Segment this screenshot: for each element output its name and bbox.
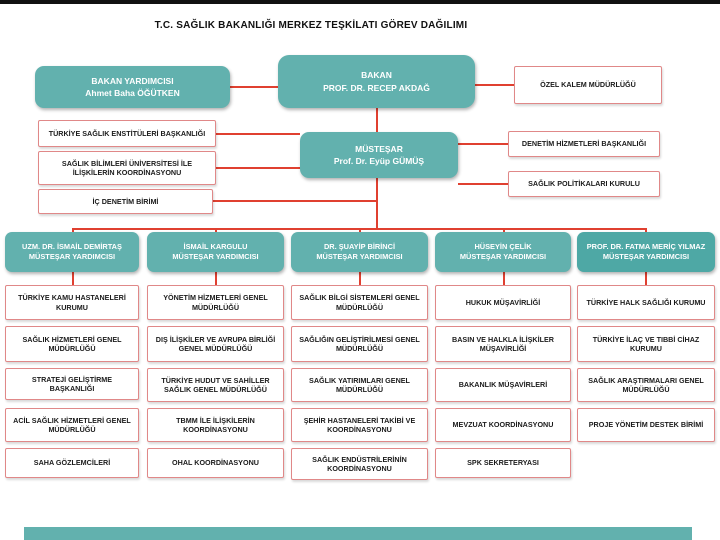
box-deputy-undersecretary-2: İSMAİL KARGULU MÜSTEŞAR YARDIMCISI <box>147 232 284 272</box>
deputy-name: İSMAİL KARGULU <box>183 241 248 251</box>
box-unit: OHAL KOORDİNASYONU <box>147 448 284 478</box>
connector-line <box>359 272 361 285</box>
connector-line <box>645 228 647 233</box>
box-unit: TÜRKİYE HALK SAĞLIĞI KURUMU <box>577 285 715 320</box>
box-deputy-undersecretary-3: DR. ŞUAYİP BİRİNCİ MÜSTEŞAR YARDIMCISI <box>291 232 428 272</box>
deputy-name: UZM. DR. İSMAİL DEMİRTAŞ <box>22 241 122 251</box>
box-undersecretary: MÜSTEŞAR Prof. Dr. Eyüp GÜMÜŞ <box>300 132 458 178</box>
box-left-unit: SAĞLIK BİLİMLERİ ÜNİVERSİTESİ İLE İLİŞKİ… <box>38 151 216 185</box>
box-right-unit: SAĞLIK POLİTİKALARI KURULU <box>508 171 660 197</box>
undersecretary-title: MÜSTEŞAR <box>355 143 403 154</box>
box-left-unit: TÜRKİYE SAĞLIK ENSTİTÜLERİ BAŞKANLIĞI <box>38 120 216 147</box>
box-minister: BAKAN PROF. DR. RECEP AKDAĞ <box>278 55 475 108</box>
connector-line <box>216 167 300 169</box>
connector-line <box>475 84 514 86</box>
box-unit: BAKANLIK MÜŞAVİRLERİ <box>435 368 571 402</box>
undersecretary-name: Prof. Dr. Eyüp GÜMÜŞ <box>333 156 425 166</box>
box-unit: TÜRKİYE HUDUT VE SAHİLLER SAĞLIK GENEL M… <box>147 368 284 402</box>
box-unit: SAĞLIK YATIRIMLARI GENEL MÜDÜRLÜĞÜ <box>291 368 428 402</box>
box-unit: SAHA GÖZLEMCİLERİ <box>5 448 139 478</box>
deputy-title: MÜSTEŞAR YARDIMCISI <box>28 252 116 261</box>
deputy-title: MÜSTEŞAR YARDIMCISI <box>459 252 547 261</box>
box-unit: ACİL SAĞLIK HİZMETLERİ GENEL MÜDÜRLÜĞÜ <box>5 408 139 442</box>
minister-name: PROF. DR. RECEP AKDAĞ <box>323 82 430 93</box>
connector-line <box>645 272 647 285</box>
box-unit: STRATEJİ GELİŞTİRME BAŞKANLIĞI <box>5 368 139 400</box>
box-unit: SAĞLIK HİZMETLERİ GENEL MÜDÜRLÜĞÜ <box>5 326 139 362</box>
connector-line <box>503 272 505 285</box>
deputy-minister-name: Ahmet Baha ÖĞÜTKEN <box>85 88 180 98</box>
deputy-title: MÜSTEŞAR YARDIMCISI <box>316 252 403 261</box>
deputy-minister-title: BAKAN YARDIMCISI <box>91 75 174 86</box>
box-unit: DIŞ İLİŞKİLER VE AVRUPA BİRLİĞİ GENEL MÜ… <box>147 326 284 362</box>
box-unit: HUKUK MÜŞAVİRLİĞİ <box>435 285 571 320</box>
box-unit: SAĞLIK ENDÜSTRİLERİNİN KOORDİNASYONU <box>291 448 428 480</box>
minister-title: BAKAN <box>361 70 392 81</box>
box-deputy-undersecretary-5: PROF. DR. FATMA MERİÇ YILMAZ MÜSTEŞAR YA… <box>577 232 715 272</box>
connector-line <box>503 228 505 233</box>
connector-line <box>213 200 377 202</box>
connector-line <box>458 143 508 145</box>
box-unit: TBMM İLE İLİŞKİLERİN KOORDİNASYONU <box>147 408 284 442</box>
deputy-name: PROF. DR. FATMA MERİÇ YILMAZ <box>586 241 706 251</box>
connector-line <box>376 108 378 132</box>
box-right-unit: DENETİM HİZMETLERİ BAŞKANLIĞI <box>508 131 660 157</box>
box-deputy-undersecretary-1: UZM. DR. İSMAİL DEMİRTAŞ MÜSTEŞAR YARDIM… <box>5 232 139 272</box>
connector-line <box>376 178 378 228</box>
box-unit: ŞEHİR HASTANELERİ TAKİBİ VE KOORDİNASYON… <box>291 408 428 442</box>
box-deputy-minister: BAKAN YARDIMCISI Ahmet Baha ÖĞÜTKEN <box>35 66 230 108</box>
connector-line <box>230 86 278 88</box>
connector-line <box>216 133 300 135</box>
deputy-title: MÜSTEŞAR YARDIMCISI <box>172 252 259 261</box>
deputy-name: DR. ŞUAYİP BİRİNCİ <box>323 241 396 251</box>
deputy-title: MÜSTEŞAR YARDIMCISI <box>602 252 690 261</box>
box-unit: PROJE YÖNETİM DESTEK BİRİMİ <box>577 408 715 442</box>
connector-line <box>215 228 217 233</box>
box-unit: TÜRKİYE KAMU HASTANELERİ KURUMU <box>5 285 139 320</box>
top-border <box>0 0 720 4</box>
box-unit: SPK SEKRETERYASI <box>435 448 571 478</box>
box-ozel-kalem: ÖZEL KALEM MÜDÜRLÜĞÜ <box>514 66 662 104</box>
box-deputy-undersecretary-4: HÜSEYİN ÇELİK MÜSTEŞAR YARDIMCISI <box>435 232 571 272</box>
connector-line <box>72 272 74 285</box>
box-unit: BASIN VE HALKLA İLİŞKİLER MÜŞAVİRLİĞİ <box>435 326 571 362</box>
connector-line <box>72 228 74 233</box>
box-unit: TÜRKİYE İLAÇ VE TIBBİ CİHAZ KURUMU <box>577 326 715 362</box>
box-unit: MEVZUAT KOORDİNASYONU <box>435 408 571 442</box>
connector-line <box>215 272 217 285</box>
connector-line <box>359 228 361 233</box>
box-unit: SAĞLIK ARAŞTIRMALARI GENEL MÜDÜRLÜĞÜ <box>577 368 715 402</box>
page-title: T.C. SAĞLIK BAKANLIĞI MERKEZ TEŞKİLATI G… <box>154 20 468 31</box>
box-unit: SAĞLIK BİLGİ SİSTEMLERİ GENEL MÜDÜRLÜĞÜ <box>291 285 428 320</box>
box-unit: YÖNETİM HİZMETLERİ GENEL MÜDÜRLÜĞÜ <box>147 285 284 320</box>
box-unit: SAĞLIĞIN GELİŞTİRİLMESİ GENEL MÜDÜRLÜĞÜ <box>291 326 428 362</box>
box-left-unit: İÇ DENETİM BİRİMİ <box>38 189 213 214</box>
footer-bar <box>24 527 692 540</box>
deputy-name: HÜSEYİN ÇELİK <box>474 241 532 251</box>
connector-line <box>458 183 508 185</box>
